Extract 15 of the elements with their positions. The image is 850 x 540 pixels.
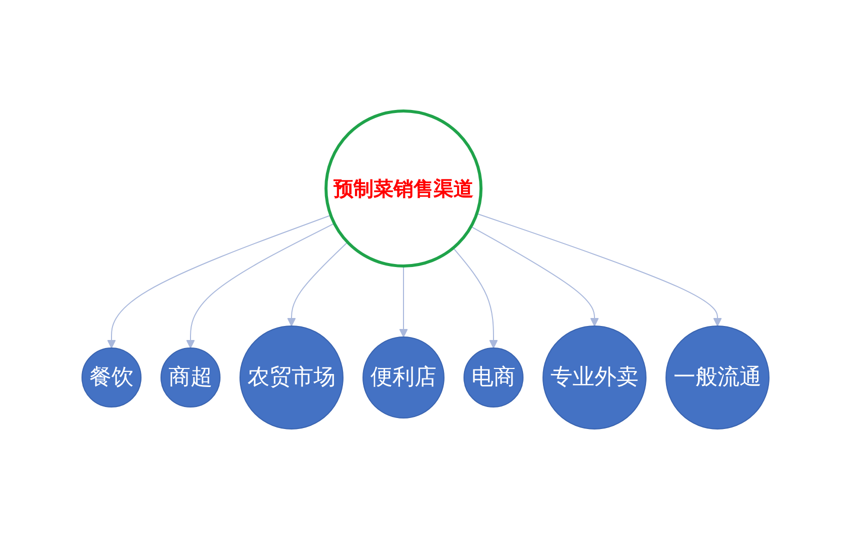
node-circle: 便利店 — [362, 336, 444, 418]
arrow — [476, 213, 722, 326]
arrow — [470, 226, 598, 326]
node-circle: 专业外卖 — [542, 326, 646, 430]
node-circle: 餐饮 — [81, 348, 141, 408]
arrow — [286, 242, 348, 326]
arrow — [106, 214, 331, 348]
arrow — [186, 222, 334, 348]
node-circle: 一般流通 — [665, 326, 769, 430]
node-circle: 电商 — [463, 348, 523, 408]
node-circle: 农贸市场 — [239, 326, 343, 430]
node-circle: 预制菜销售渠道 — [324, 110, 482, 268]
node-circle: 商超 — [160, 348, 220, 408]
arrow — [452, 247, 498, 348]
arrow — [398, 266, 408, 338]
